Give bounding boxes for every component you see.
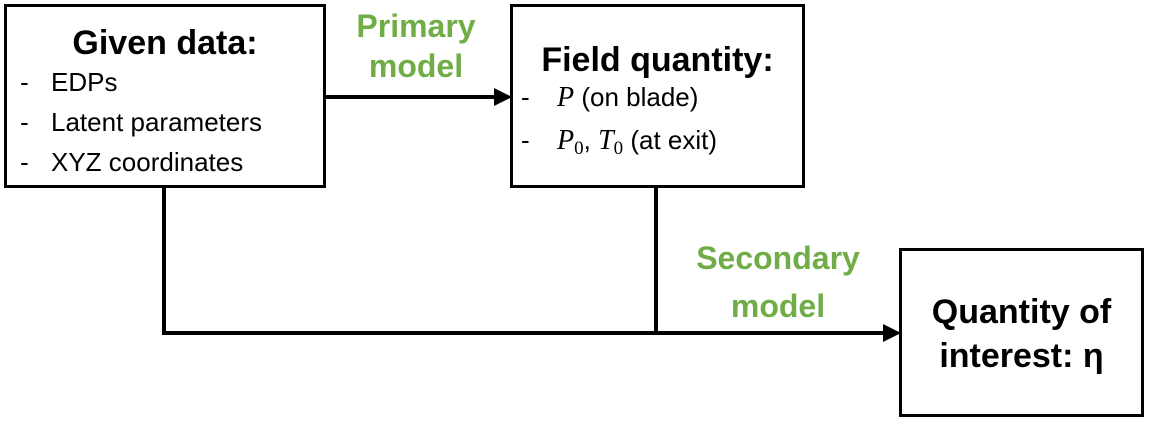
- symbol-separator: ,: [583, 125, 599, 155]
- exit-location: (at exit): [623, 125, 718, 155]
- given-data-item-label: Latent parameters: [51, 107, 263, 137]
- primary-model-label: Primary model: [356, 8, 476, 84]
- bullet-dash: -: [521, 82, 530, 112]
- secondary-model-label: Secondary model: [696, 240, 860, 324]
- total-pressure-symbol: P0: [557, 125, 584, 159]
- field-quantity-list: - P (on blade) - P0, T0 (at exit): [521, 77, 802, 163]
- bullet-dash: -: [20, 107, 29, 137]
- given-data-item: - XYZ coordinates: [20, 142, 323, 182]
- given-data-title: Given data:: [72, 24, 258, 62]
- given-data-box: Given data: - EDPs - Latent parameters -…: [4, 4, 326, 188]
- field-quantity-item: - P (on blade): [521, 77, 802, 120]
- bullet-dash: -: [521, 125, 530, 155]
- bullet-dash: -: [20, 67, 29, 97]
- secondary-model-arrowhead: [883, 324, 901, 342]
- pressure-location: (on blade): [574, 82, 699, 112]
- field-quantity-item-label: P0, T0 (at exit): [557, 120, 717, 169]
- quantity-of-interest-title-line1: Quantity of: [931, 293, 1112, 331]
- given-data-item-label: EDPs: [51, 67, 118, 97]
- field-quantity-item-label: P (on blade): [557, 77, 698, 118]
- field-quantity-item: - P0, T0 (at exit): [521, 120, 802, 163]
- field-quantity-title: Field quantity:: [541, 41, 774, 79]
- primary-model-arrowhead: [494, 88, 512, 106]
- quantity-of-interest-box: Quantity of interest: η: [899, 248, 1144, 417]
- given-data-item: - Latent parameters: [20, 102, 323, 142]
- bullet-dash: -: [20, 147, 29, 177]
- total-temperature-symbol: T0: [598, 125, 624, 159]
- quantity-of-interest-title-line2: interest: η: [939, 337, 1104, 375]
- field-quantity-box: Field quantity: - P (on blade) - P0, T0 …: [510, 4, 805, 188]
- pressure-symbol: P: [557, 82, 575, 113]
- given-data-list: - EDPs - Latent parameters - XYZ coordin…: [20, 62, 323, 182]
- given-data-item: - EDPs: [20, 62, 323, 102]
- given-data-item-label: XYZ coordinates: [51, 147, 244, 177]
